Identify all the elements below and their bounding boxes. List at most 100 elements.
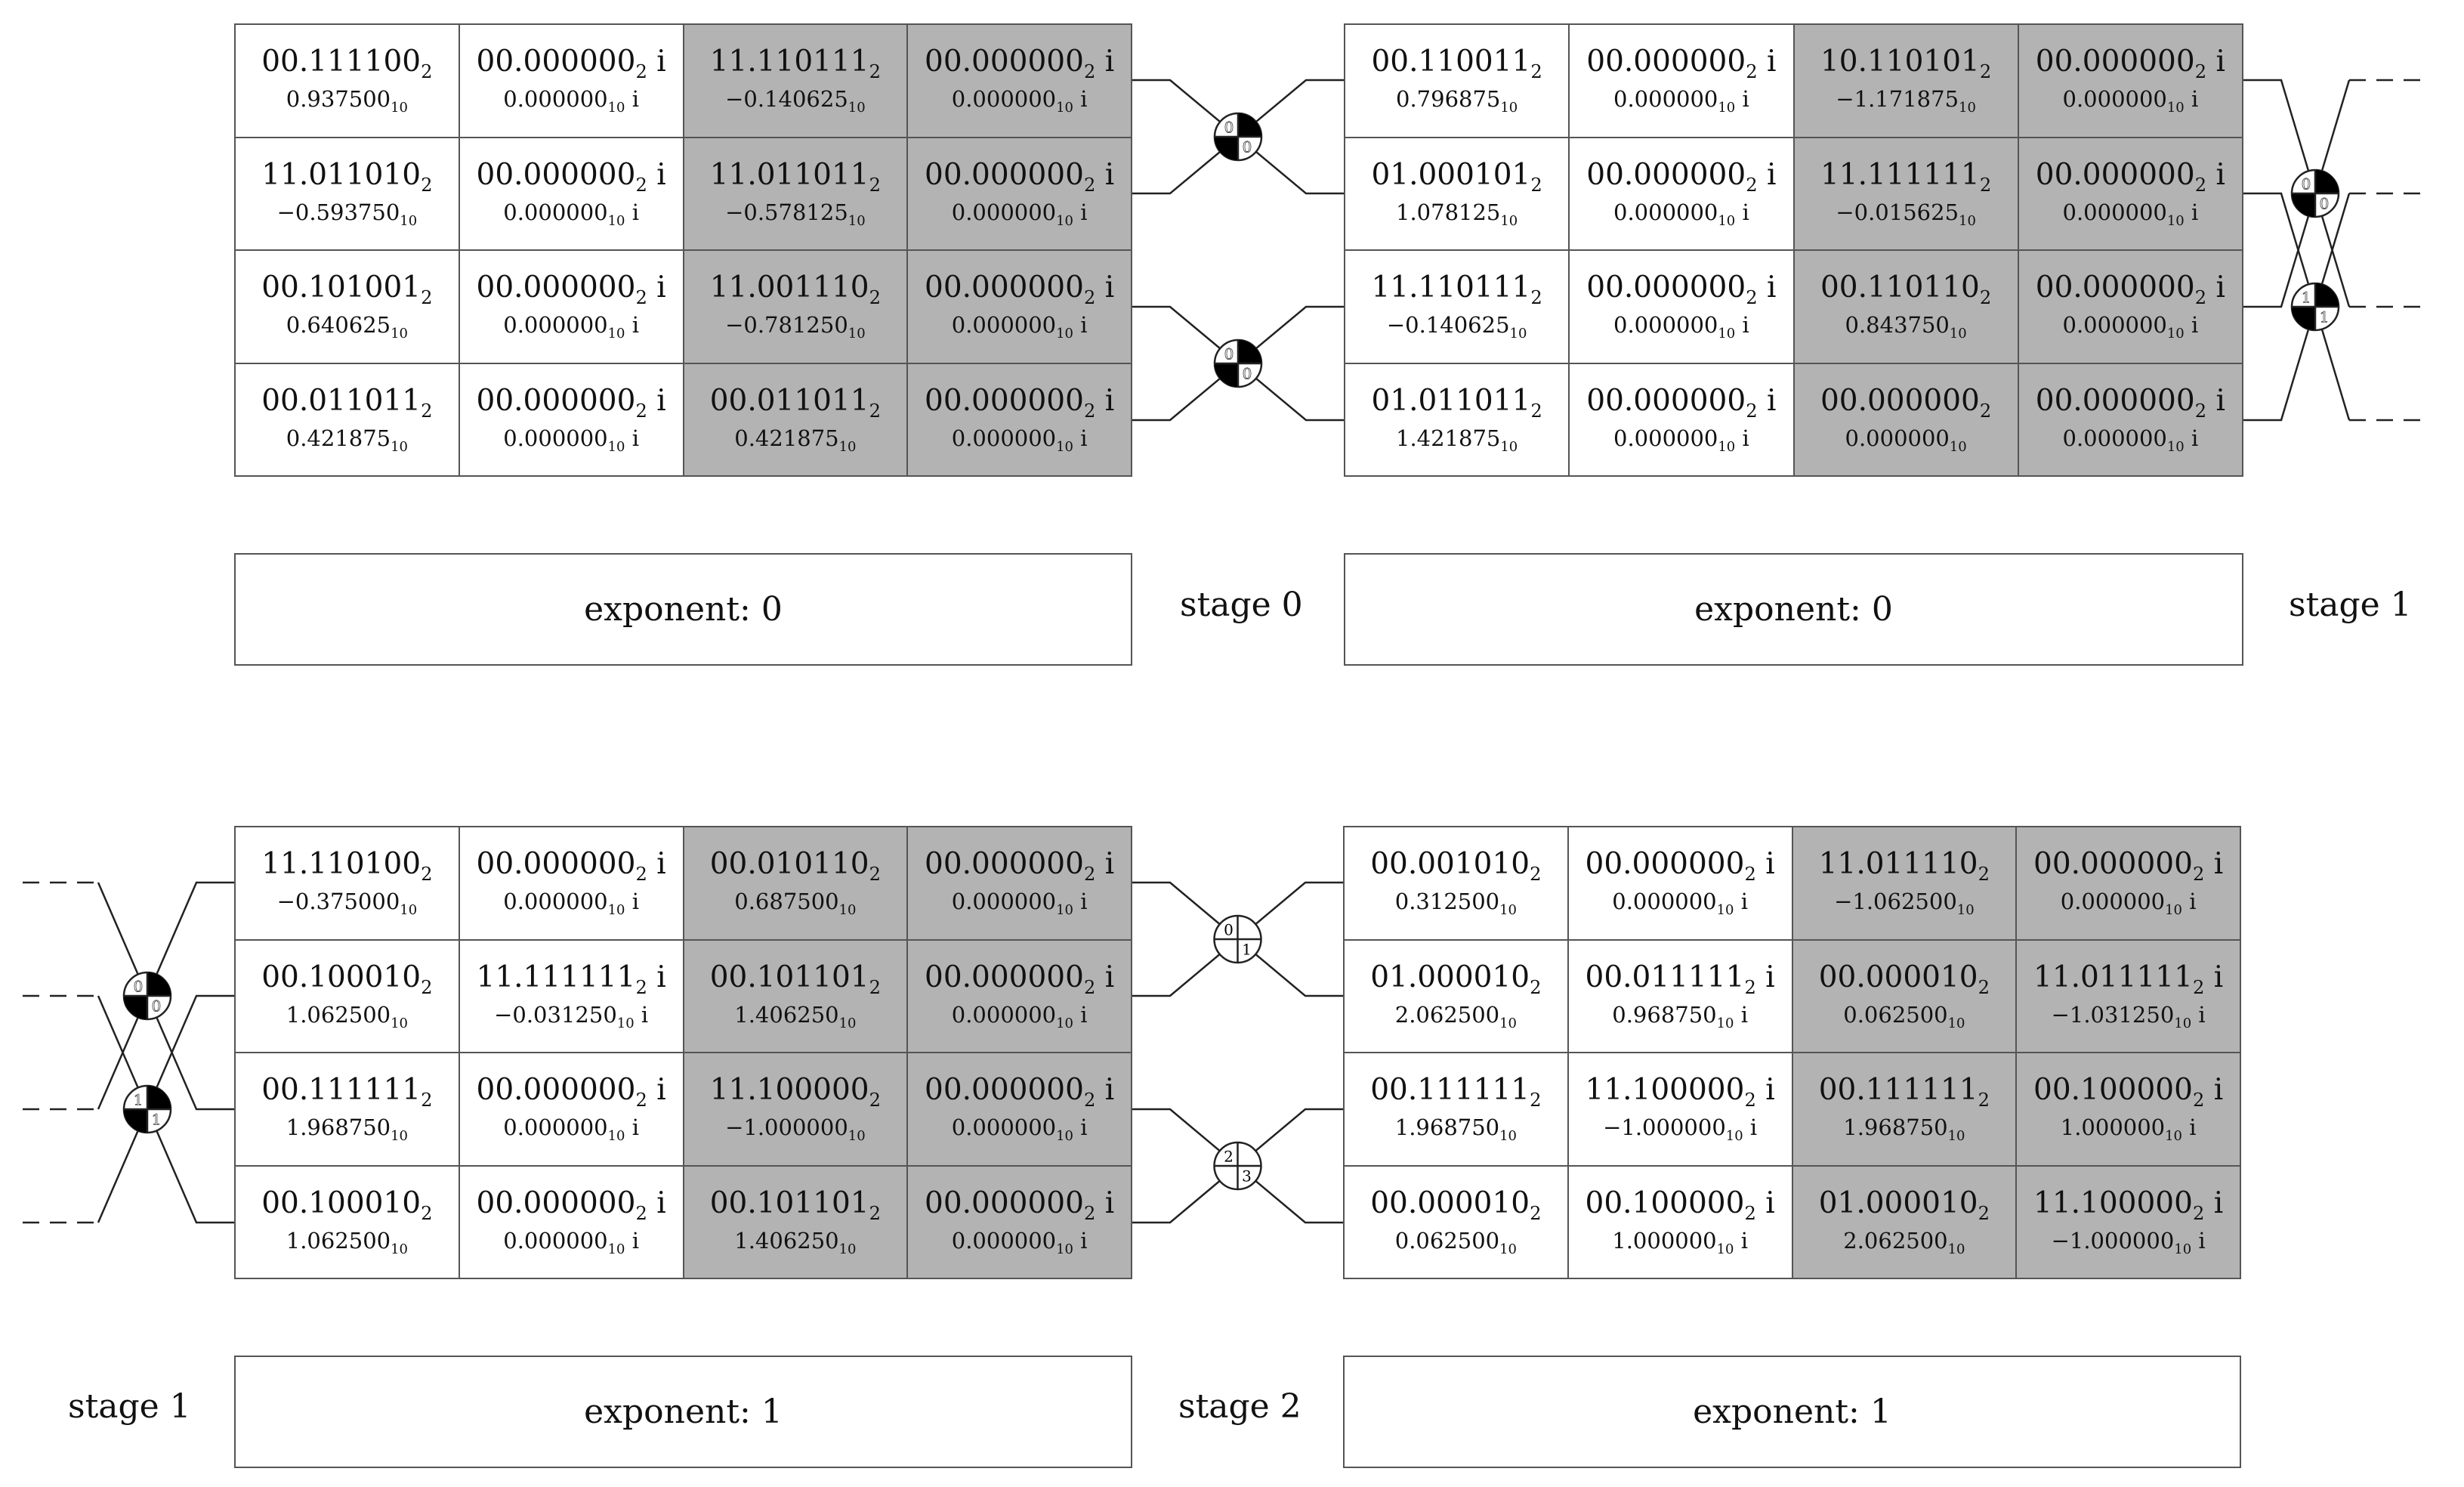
binary-digits: 00.101101: [709, 1186, 869, 1220]
decimal-digits: −1.000000: [1603, 1114, 1726, 1141]
decimal-value: 0.00000010 i: [2063, 199, 2199, 229]
decimal-digits: 0.000000: [2062, 86, 2167, 113]
imaginary-unit: i: [631, 425, 639, 451]
radix-subscript: 10: [1718, 438, 1736, 455]
wire: [2243, 193, 2351, 422]
radix-subscript: 10: [1509, 325, 1527, 342]
binary-digits: 00.000000: [2035, 157, 2195, 192]
binary-value: 01.0000102: [1819, 1186, 1990, 1225]
imaginary-unit: i: [2191, 86, 2199, 113]
decimal-value: 0.96875010 i: [1612, 1002, 1748, 1031]
node-label: 0: [1243, 365, 1252, 383]
decimal-digits: 0.000000: [503, 312, 608, 339]
exponent-box: exponent: 0: [1344, 553, 2243, 666]
binary-value: 10.1101012: [1820, 45, 1991, 83]
radix-subscript: 2: [869, 976, 882, 998]
radix-subscript: 2: [1746, 61, 1758, 83]
binary-value: 11.1101112: [1371, 271, 1542, 309]
wire: [2243, 79, 2351, 308]
binary-digits: 00.000000: [476, 271, 636, 305]
decimal-digits: −0.015625: [1836, 199, 1959, 225]
node-label: 0: [2302, 175, 2311, 193]
radix-subscript: 10: [1949, 438, 1967, 455]
imaginary-unit: i: [656, 847, 666, 882]
decimal-value: −0.14062510: [1387, 312, 1527, 342]
imaginary-unit: i: [1740, 889, 1748, 915]
radix-subscript: 2: [421, 864, 433, 886]
radix-subscript: 10: [1056, 438, 1073, 455]
imaginary-unit: i: [1080, 889, 1088, 915]
imaginary-unit: i: [1740, 1001, 1748, 1028]
radix-subscript: 10: [1056, 1127, 1073, 1144]
radix-subscript: 2: [421, 174, 433, 196]
decimal-digits: 0.000000: [503, 1227, 608, 1254]
decimal-value: 1.42187510: [1396, 425, 1518, 455]
binary-digits: 11.011011: [709, 157, 869, 192]
decimal-digits: 0.796875: [1396, 86, 1501, 113]
radix-subscript: 2: [1979, 400, 1992, 422]
radix-subscript: 2: [1530, 61, 1542, 83]
radix-subscript: 10: [1716, 901, 1734, 918]
radix-subscript: 2: [1083, 864, 1096, 886]
binary-digits: 00.000000: [1586, 383, 1746, 418]
radix-subscript: 10: [2166, 212, 2185, 229]
radix-subscript: 2: [1530, 174, 1542, 196]
radix-subscript: 10: [1716, 1241, 1734, 1257]
node-label: 3: [1242, 1167, 1252, 1186]
decimal-digits: 0.000000: [503, 86, 608, 113]
decimal-value: 0.00000010 i: [952, 1002, 1088, 1031]
imaginary-unit: i: [631, 1114, 639, 1141]
radix-subscript: 10: [1056, 325, 1073, 342]
decimal-value: 0.31250010: [1395, 889, 1517, 918]
imaginary-unit: i: [1080, 1001, 1088, 1028]
binary-digits: 00.000000: [1585, 847, 1745, 882]
radix-subscript: 10: [400, 212, 418, 229]
decimal-digits: 2.062500: [1843, 1227, 1948, 1254]
decimal-digits: −1.171875: [1836, 86, 1959, 113]
decimal-value: 0.00000010 i: [503, 86, 639, 116]
decimal-value: 0.00000010 i: [952, 199, 1088, 229]
decimal-value: 0.00000010 i: [2063, 425, 2199, 455]
binary-value: 00.1000002 i: [2033, 1073, 2223, 1111]
imaginary-unit: i: [656, 157, 666, 192]
node-quadrant: [124, 1109, 147, 1133]
radix-subscript: 2: [1746, 400, 1758, 422]
imaginary-unit: i: [1742, 199, 1749, 225]
decimal-digits: −0.031250: [494, 1001, 617, 1028]
radix-subscript: 10: [607, 99, 625, 116]
decimal-value: −1.00000010 i: [2052, 1228, 2206, 1257]
decimal-value: −1.03125010 i: [2052, 1002, 2206, 1031]
radix-subscript: 10: [1499, 1127, 1517, 1144]
node-quadrant: [1238, 340, 1261, 363]
radix-subscript: 2: [2192, 1090, 2205, 1111]
imaginary-unit: i: [1749, 1114, 1758, 1141]
imaginary-unit: i: [1766, 383, 1777, 418]
binary-value: 00.0000002 i: [2036, 271, 2225, 309]
binary-value: 00.0111112 i: [1586, 960, 1775, 999]
imaginary-unit: i: [1766, 45, 1777, 79]
radix-subscript: 10: [1499, 1241, 1517, 1257]
radix-subscript: 10: [1500, 212, 1518, 229]
decimal-value: 1.00000010 i: [2061, 1114, 2197, 1144]
radix-subscript: 10: [391, 99, 408, 116]
binary-digits: 00.100010: [261, 960, 421, 994]
stage-label: stage 1: [2289, 586, 2412, 624]
imaginary-unit: i: [631, 312, 639, 339]
exponent-box: exponent: 1: [234, 1356, 1132, 1468]
binary-value: 00.1111112: [1370, 1073, 1541, 1111]
decimal-digits: 0.000000: [2062, 199, 2167, 225]
node-label: 1: [1242, 941, 1252, 959]
node-quadrant: [2315, 283, 2339, 307]
